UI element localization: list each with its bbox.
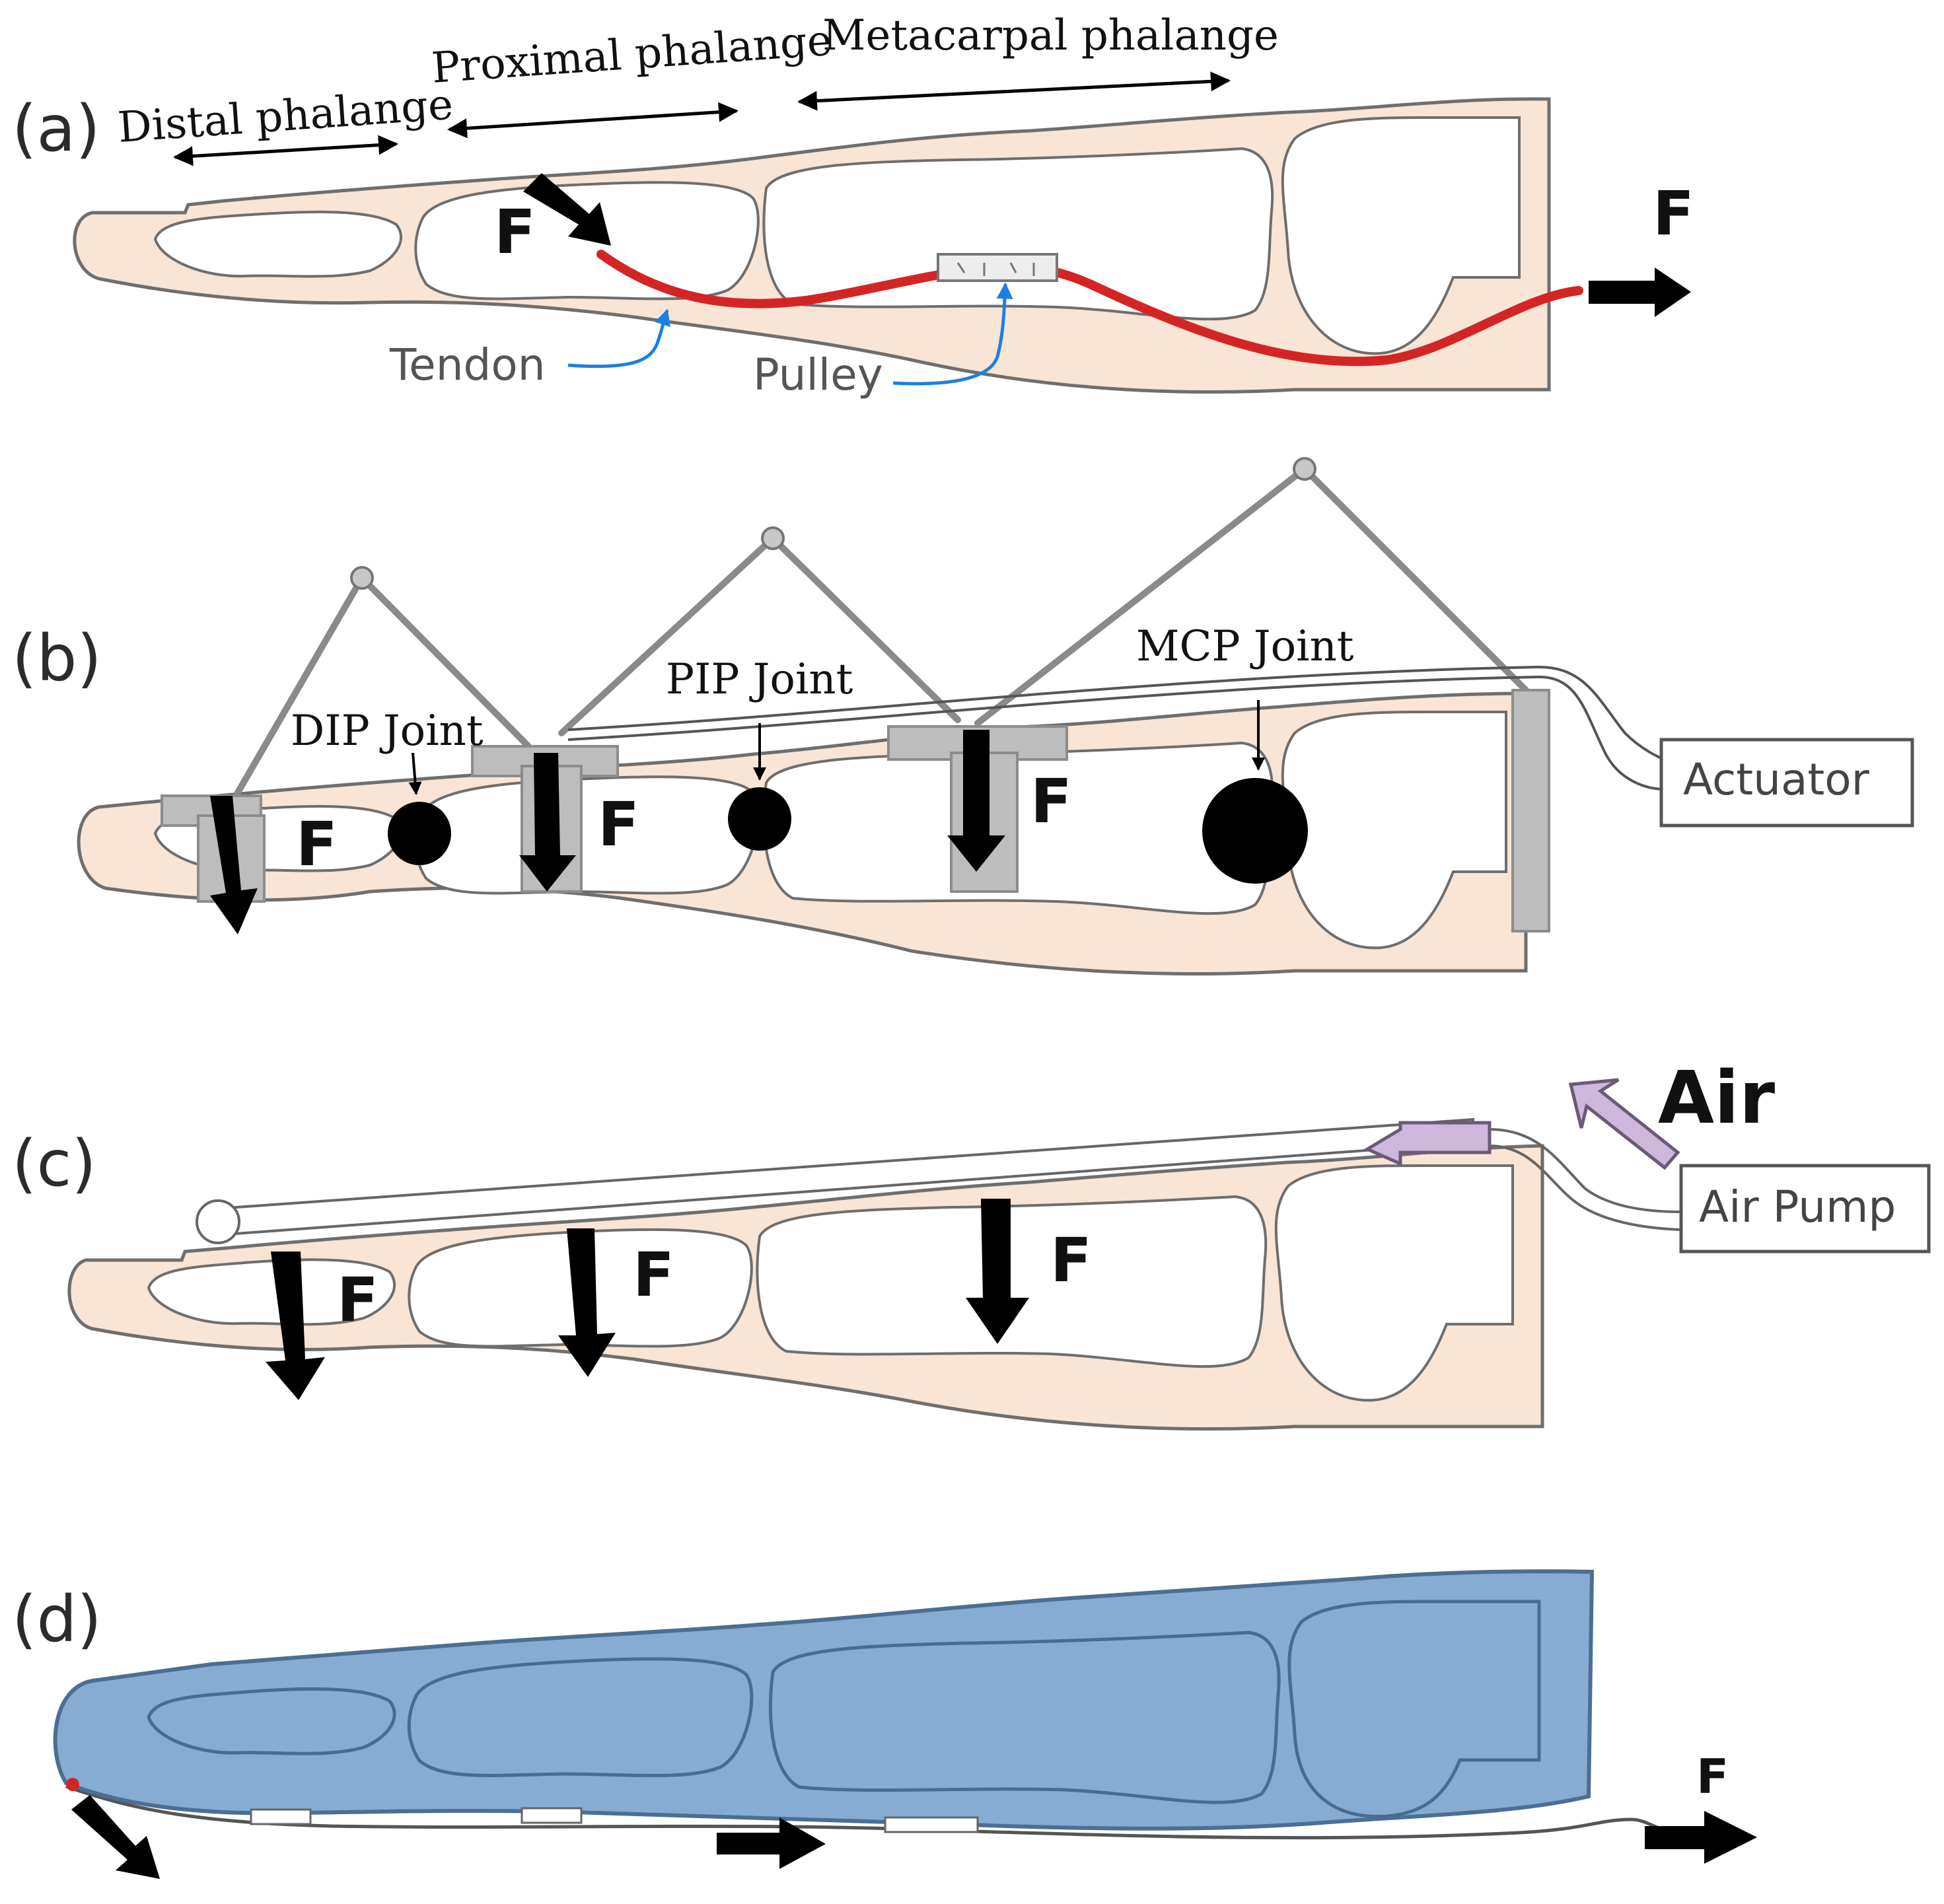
metacarpal-bone-d xyxy=(1287,1600,1541,1818)
panel-d: (d) F xyxy=(12,1569,1757,1879)
pulley-detail xyxy=(956,262,1035,276)
linkage xyxy=(234,457,1529,796)
force-arrow-b2 xyxy=(519,753,576,892)
tip-force-label-a: F xyxy=(494,197,536,267)
force-label-d: F xyxy=(1696,1749,1729,1804)
dip-joint-marker xyxy=(388,802,451,865)
pip-joint-marker xyxy=(728,787,791,851)
dip-joint-label: DIP Joint xyxy=(291,707,484,756)
pulley-label: Pulley xyxy=(753,349,883,400)
panel-b: (b) F xyxy=(12,457,1914,976)
panel-d-label: (d) xyxy=(12,1582,102,1656)
pip-joint-label: PIP Joint xyxy=(666,655,853,704)
end-force-arrow-a xyxy=(1589,267,1691,317)
actuator-cable xyxy=(567,665,1678,767)
actuator-box xyxy=(1659,738,1914,828)
proximal-bone-d xyxy=(768,1631,1281,1804)
middle-bone-a xyxy=(414,181,760,300)
force-label-c1: F xyxy=(337,1265,378,1335)
air-pump-box xyxy=(1679,1164,1931,1253)
force-arrow-d1 xyxy=(71,1795,160,1879)
mcp-joint-label: MCP Joint xyxy=(1136,622,1354,671)
glove-pulley-1 xyxy=(250,1808,312,1825)
panel-c-label: (c) xyxy=(12,1127,96,1201)
tendon-leader xyxy=(567,308,670,369)
force-arrow-d3 xyxy=(1645,1811,1757,1864)
proximal-phalange-label: Proximal phalange xyxy=(430,17,834,93)
dip-pointer xyxy=(408,752,422,795)
end-force-label-a: F xyxy=(1653,178,1694,249)
force-arrow-b1 xyxy=(210,796,258,934)
panel-a-label: (a) xyxy=(12,92,100,166)
air-arrow-in xyxy=(1568,1078,1680,1170)
cable-anchor xyxy=(66,1778,79,1791)
force-label-c3: F xyxy=(1050,1225,1092,1296)
distal-span-arrow xyxy=(173,135,398,166)
metacarpal-bone-c xyxy=(1274,1164,1514,1402)
force-label-b1: F xyxy=(296,809,338,880)
proximal-bone-c xyxy=(756,1195,1268,1368)
pulley-leader xyxy=(892,282,1013,386)
force-arrow-c1 xyxy=(266,1252,325,1400)
air-pump-label: Air Pump xyxy=(1699,1181,1896,1232)
tip-force-arrow-a xyxy=(523,173,611,246)
distal-bone-a xyxy=(153,210,403,278)
force-arrow-b3 xyxy=(947,730,1005,872)
distal-bone-d xyxy=(147,1687,396,1755)
distal-phalange-label: Distal phalange xyxy=(116,81,454,153)
mcp-joint-marker xyxy=(1202,778,1308,884)
panel-a: (a) Distal phalange Proximal phalange Me… xyxy=(12,11,1694,400)
middle-bone-b xyxy=(414,775,760,895)
tube-end-cap xyxy=(196,1199,240,1244)
pulley xyxy=(937,253,1058,282)
force-arrow-c2 xyxy=(558,1228,616,1377)
glove-pulley-3 xyxy=(884,1816,979,1833)
force-arrow-d2 xyxy=(717,1817,826,1869)
metacarpal-phalange-label: Metacarpal phalange xyxy=(822,11,1279,60)
proximal-span-arrow xyxy=(447,102,738,139)
air-arrow-tube xyxy=(1363,1121,1492,1166)
air-label: Air xyxy=(1658,1055,1775,1140)
actuator-label: Actuator xyxy=(1683,754,1870,805)
force-label-c2: F xyxy=(633,1240,674,1310)
force-label-b3: F xyxy=(1030,766,1072,837)
panel-b-label: (b) xyxy=(12,621,102,695)
air-pump-hose-2 xyxy=(1489,1145,1682,1231)
block-base xyxy=(1511,689,1550,933)
force-label-b2: F xyxy=(598,789,639,860)
middle-bone-d xyxy=(407,1657,754,1777)
metacarpal-span-arrow xyxy=(797,71,1231,111)
tendon-label: Tendon xyxy=(389,339,546,390)
distal-bone-c xyxy=(147,1258,396,1326)
metacarpal-bone-a xyxy=(1281,116,1521,355)
force-arrow-c3 xyxy=(966,1199,1029,1344)
proximal-bone-a xyxy=(762,147,1274,321)
actuator-cable-2 xyxy=(567,675,1665,791)
air-pump-hose xyxy=(1489,1128,1682,1213)
panel-c: (c) Air Air Pump F F F xyxy=(12,1055,1931,1431)
glove-pulley-2 xyxy=(521,1807,583,1824)
